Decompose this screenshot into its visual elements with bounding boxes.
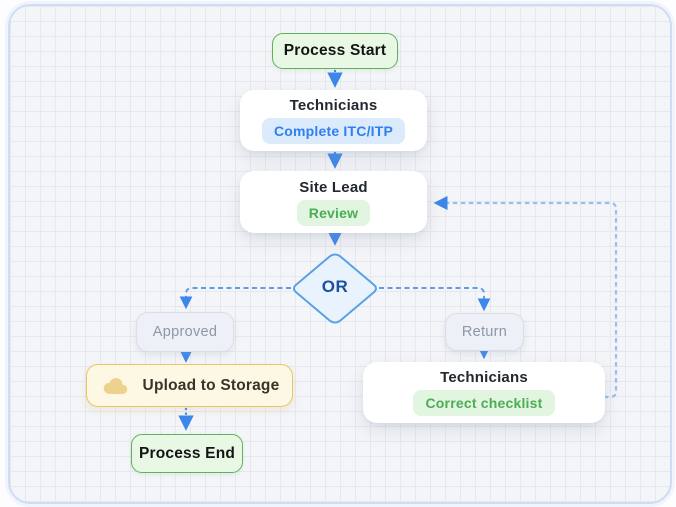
node-process-end: Process End: [131, 434, 243, 473]
edge-gateway-to-approved: [179, 287, 291, 310]
complete-itc-itp-badge: Complete ITC/ITP: [261, 118, 406, 144]
node-upload-to-storage: Upload to Storage: [86, 364, 293, 407]
node-process-start: Process Start: [272, 33, 398, 69]
process-start-label: Process Start: [283, 42, 387, 59]
approved-label: Approved: [152, 324, 218, 340]
correct-checklist-badge: Correct checklist: [413, 390, 555, 416]
or-gateway-shape: [293, 253, 377, 324]
site-lead-title: Site Lead: [299, 178, 368, 196]
edge-loop-technicians2-to-sitelead: [433, 195, 618, 399]
grid-canvas: [8, 4, 672, 504]
technicians-complete-title: Technicians: [289, 97, 378, 114]
cloud-icon: [103, 378, 127, 394]
node-approved: Approved: [136, 312, 234, 352]
node-site-lead: Site Lead Review: [240, 171, 427, 233]
review-badge: Review: [296, 199, 371, 226]
return-label: Return: [461, 324, 508, 340]
node-technicians-correct: Technicians Correct checklist: [363, 362, 605, 423]
edge-gateway-to-return: [379, 287, 491, 312]
technicians-correct-title: Technicians: [440, 369, 528, 386]
node-technicians-complete: Technicians Complete ITC/ITP: [240, 90, 427, 151]
upload-to-storage-label: Upload to Storage: [142, 376, 280, 394]
process-end-label: Process End: [138, 444, 236, 462]
or-gateway-label: OR: [321, 277, 349, 296]
node-return: Return: [445, 313, 524, 351]
